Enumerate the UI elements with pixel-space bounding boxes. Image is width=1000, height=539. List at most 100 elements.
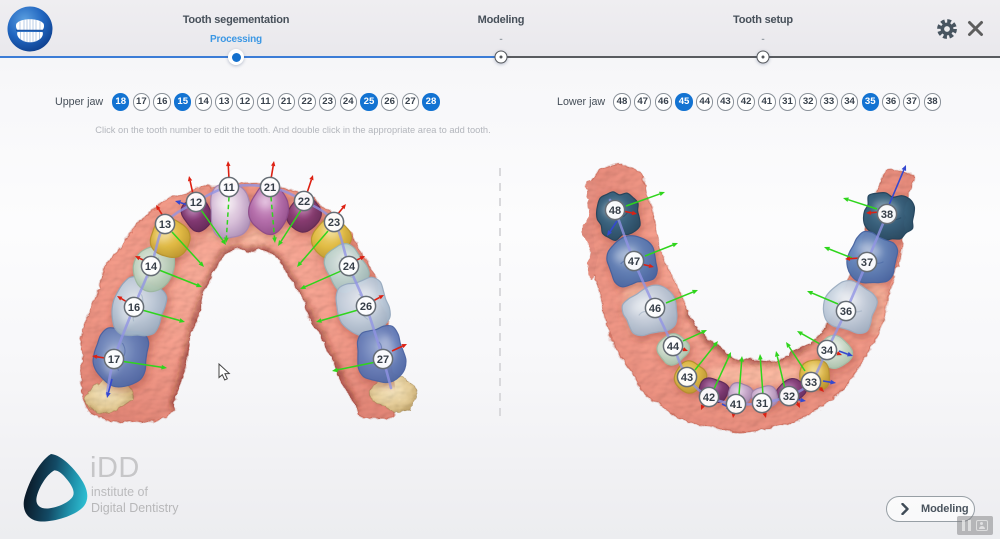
model-tooth-badge-16[interactable]: 16 xyxy=(123,296,145,318)
model-tooth-badge-31[interactable]: 31 xyxy=(751,392,773,414)
model-tooth-badge-43[interactable]: 43 xyxy=(676,366,698,388)
step-status: Processing xyxy=(210,34,262,45)
model-tooth-lower-42[interactable] xyxy=(698,377,730,403)
tooth-contact-shadows-upper xyxy=(92,182,397,392)
model-tooth-badge-27[interactable]: 27 xyxy=(372,348,394,370)
step-tooth-segmentation[interactable]: Tooth segementation Processing xyxy=(106,0,366,45)
tooth-number-31[interactable]: 31 xyxy=(778,93,797,111)
model-tooth-badge-13[interactable]: 13 xyxy=(154,213,176,235)
tooth-number-38[interactable]: 38 xyxy=(923,93,941,111)
tooth-number-32[interactable]: 32 xyxy=(799,93,817,111)
model-tooth-upper-17[interactable] xyxy=(92,327,150,388)
brand-line1: institute of xyxy=(91,485,148,499)
model-tooth-upper-14[interactable] xyxy=(132,244,176,293)
model-tooth-lower-48[interactable] xyxy=(595,191,641,241)
model-tooth-badge-21[interactable]: 21 xyxy=(259,176,281,198)
model-tooth-lower-47[interactable] xyxy=(606,235,658,288)
close-icon[interactable] xyxy=(967,20,984,37)
model-tooth-lower-46[interactable] xyxy=(621,284,678,337)
model-tooth-lower-43[interactable] xyxy=(673,360,708,394)
model-tooth-lower-31[interactable] xyxy=(750,385,779,409)
model-tooth-upper-26[interactable] xyxy=(335,276,391,337)
tooth-number-42[interactable]: 42 xyxy=(737,93,755,111)
tooth-number-43[interactable]: 43 xyxy=(716,93,735,111)
tooth-number-26[interactable]: 26 xyxy=(380,93,399,111)
model-tooth-lower-38[interactable] xyxy=(862,191,916,241)
model-tooth-badge-12[interactable]: 12 xyxy=(185,191,207,213)
model-tooth-badge-26[interactable]: 26 xyxy=(355,295,377,317)
model-tooth-upper-23[interactable] xyxy=(310,216,353,259)
svg-text:47: 47 xyxy=(628,256,640,268)
model-tooth-badge-36[interactable]: 36 xyxy=(835,300,857,322)
model-tooth-lower-41[interactable] xyxy=(727,381,754,406)
model-tooth-badge-48[interactable]: 48 xyxy=(604,199,626,221)
model-tooth-badge-22[interactable]: 22 xyxy=(293,190,315,212)
model-tooth-lower-32[interactable] xyxy=(775,377,808,404)
tooth-number-37[interactable]: 37 xyxy=(902,93,921,111)
model-tooth-upper-13[interactable] xyxy=(149,216,191,259)
model-tooth-badge-14[interactable]: 14 xyxy=(140,255,162,277)
tooth-number-25[interactable]: 25 xyxy=(360,93,378,111)
tooth-number-21[interactable]: 21 xyxy=(277,93,295,111)
model-tooth-upper-11[interactable] xyxy=(210,183,252,240)
tooth-number-36[interactable]: 36 xyxy=(882,93,900,111)
tooth-number-48[interactable]: 48 xyxy=(613,93,631,111)
tooth-number-24[interactable]: 24 xyxy=(339,93,357,111)
step-modeling[interactable]: Modeling - xyxy=(371,0,631,45)
tooth-number-12[interactable]: 12 xyxy=(236,93,254,111)
model-tooth-badge-47[interactable]: 47 xyxy=(623,250,645,272)
model-tooth-badge-33[interactable]: 33 xyxy=(800,371,822,393)
pause-icon[interactable] xyxy=(962,520,974,531)
presenter-icon[interactable] xyxy=(976,520,988,531)
tooth-contact-shadows-lower xyxy=(596,192,915,412)
model-tooth-badge-46[interactable]: 46 xyxy=(644,297,666,319)
tooth-number-27[interactable]: 27 xyxy=(401,93,420,111)
model-tooth-badge-34[interactable]: 34 xyxy=(816,339,838,361)
tooth-number-45[interactable]: 45 xyxy=(675,93,693,111)
model-tooth-badge-38[interactable]: 38 xyxy=(876,203,898,225)
model-tooth-lower-36[interactable] xyxy=(822,279,878,335)
tooth-number-35[interactable]: 35 xyxy=(861,93,879,111)
model-tooth-badge-42[interactable]: 42 xyxy=(698,386,720,408)
tooth-number-16[interactable]: 16 xyxy=(153,93,171,111)
model-tooth-lower-33[interactable] xyxy=(799,359,830,391)
tooth-number-11[interactable]: 11 xyxy=(256,93,275,111)
model-tooth-badge-41[interactable]: 41 xyxy=(725,393,747,415)
tooth-number-46[interactable]: 46 xyxy=(654,93,673,111)
tooth-number-41[interactable]: 41 xyxy=(758,93,776,111)
tooth-number-18[interactable]: 18 xyxy=(112,93,130,111)
tooth-number-34[interactable]: 34 xyxy=(840,93,859,111)
tooth-number-47[interactable]: 47 xyxy=(633,93,652,111)
tooth-number-33[interactable]: 33 xyxy=(820,93,838,111)
tooth-number-15[interactable]: 15 xyxy=(174,93,192,111)
step-tooth-setup[interactable]: Tooth setup - xyxy=(633,0,893,45)
tooth-number-22[interactable]: 22 xyxy=(298,93,316,111)
model-tooth-lower-44[interactable] xyxy=(656,333,691,366)
model-tooth-upper-27[interactable] xyxy=(356,324,407,384)
tooth-number-23[interactable]: 23 xyxy=(318,93,337,111)
model-tooth-badge-44[interactable]: 44 xyxy=(662,335,684,357)
model-tooth-upper-22[interactable] xyxy=(286,194,322,233)
model-tooth-badge-17[interactable]: 17 xyxy=(103,348,125,370)
gear-icon[interactable] xyxy=(936,18,958,40)
model-tooth-lower-37[interactable] xyxy=(846,230,899,284)
tooth-number-13[interactable]: 13 xyxy=(215,93,233,111)
model-tooth-badge-24[interactable]: 24 xyxy=(338,255,360,277)
model-tooth-upper-21[interactable] xyxy=(248,181,290,236)
tooth-number-44[interactable]: 44 xyxy=(696,93,714,111)
tooth-number-17[interactable]: 17 xyxy=(132,93,151,111)
model-tooth-badge-32[interactable]: 32 xyxy=(778,385,800,407)
model-tooth-lower-34[interactable] xyxy=(817,334,854,369)
tooth-number-14[interactable]: 14 xyxy=(194,93,213,111)
model-tooth-badge-11[interactable]: 11 xyxy=(218,176,240,198)
model-tooth-badge-37[interactable]: 37 xyxy=(856,251,878,273)
model-tooth-upper-12[interactable] xyxy=(180,196,213,233)
model-tooth-badge-23[interactable]: 23 xyxy=(323,211,345,233)
model-tooth-upper-24[interactable] xyxy=(323,243,370,294)
screen-recorder-overlay xyxy=(957,516,993,535)
tooth-number-28[interactable]: 28 xyxy=(422,93,440,111)
model-tooth-upper-16[interactable] xyxy=(111,276,168,337)
svg-text:44: 44 xyxy=(667,341,680,353)
step-status: - xyxy=(761,34,765,45)
